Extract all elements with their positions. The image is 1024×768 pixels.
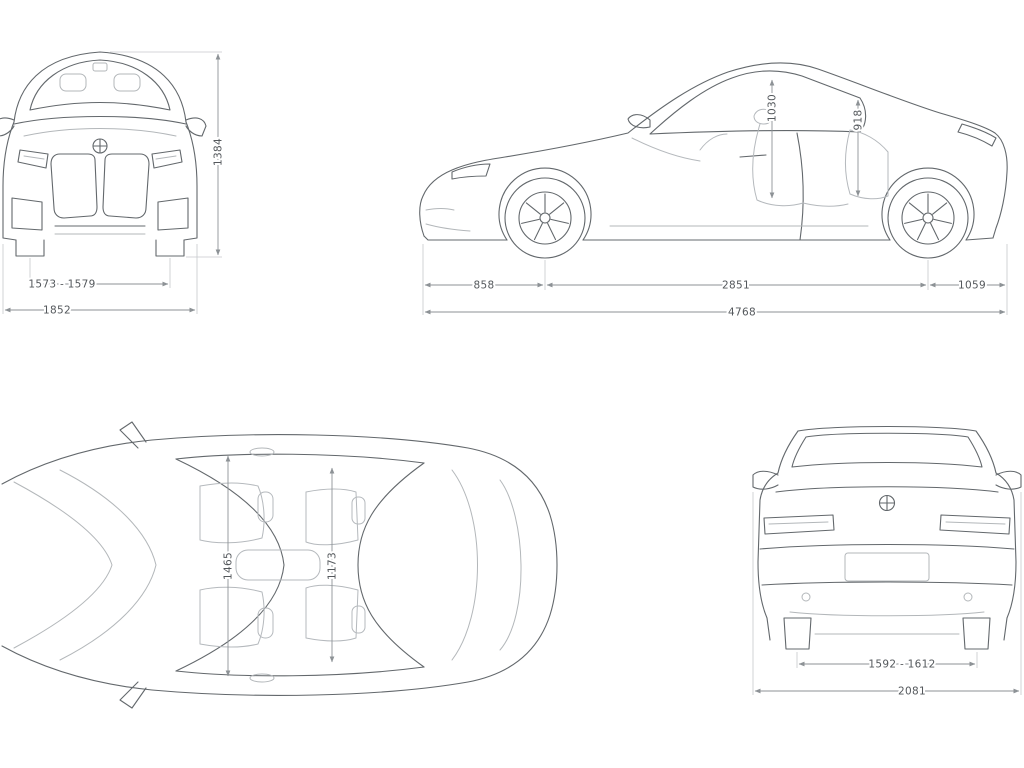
rear-view-dimensions: 1592 - 1612 2081: [752, 492, 1022, 700]
left-headrest: [59, 73, 87, 92]
door-handle-bottom: [249, 673, 275, 683]
left-taillight: [763, 514, 835, 535]
rear-left-tire: [783, 617, 812, 650]
side-mirror: [627, 114, 651, 129]
bmw-roundel-rear-icon: [878, 494, 896, 512]
side-view: [419, 62, 1008, 259]
interior-ghost: [631, 108, 889, 207]
bumper-intakes: [11, 197, 189, 231]
dim-wheelbase-label: 2851: [722, 280, 750, 292]
front-view: [0, 51, 207, 257]
dim-width-mirrors-label: 2081: [898, 686, 926, 698]
rear-right-mirror: [995, 470, 1022, 490]
rear-left-mirror: [752, 470, 779, 490]
rear-wheel-arch: [881, 167, 975, 241]
right-headrest: [113, 73, 141, 92]
windshield-top: [175, 458, 285, 672]
front-left-tire: [15, 239, 45, 257]
headlight: [451, 163, 491, 180]
seats-top-view: [199, 482, 366, 648]
right-taillight: [939, 514, 1011, 535]
side-windows: [649, 70, 867, 135]
dim-front-overhang-label: 858: [474, 280, 495, 292]
dim-front-shoulder-label: 1465: [223, 552, 235, 580]
rear-view: [752, 425, 1022, 650]
dim-height-label: 1384: [213, 138, 225, 166]
left-reflector: [801, 592, 811, 602]
top-view-dimensions: 1465 1173: [221, 455, 341, 677]
front-right-tire: [155, 239, 185, 257]
rear-wheel: [887, 177, 969, 259]
dim-front-headroom-label: 1030: [767, 94, 779, 122]
dim-rear-track-label: 1592 - 1612: [868, 659, 935, 671]
rear-right-tire: [962, 617, 991, 650]
front-wheel: [504, 177, 586, 259]
rear-window-top: [357, 462, 425, 668]
taillight-side: [957, 123, 997, 147]
side-view-dimensions: 1030 918 858 2851 1059 4768: [422, 79, 1008, 321]
right-mirror: [185, 117, 207, 137]
front-view-dimensions: 1384 1573 - 1579 1852: [2, 51, 227, 319]
dim-rear-shoulder-label: 1173: [327, 552, 339, 580]
rear-window: [791, 432, 983, 468]
door-seam: [796, 132, 804, 241]
rearview-mirror: [92, 62, 108, 72]
left-mirror: [0, 117, 15, 137]
top-left-mirror: [119, 421, 147, 449]
windshield: [29, 59, 171, 111]
top-right-mirror: [119, 681, 147, 709]
dim-rear-headroom-label: 918: [853, 110, 865, 131]
kidney-grille: [50, 153, 150, 219]
license-plate-recess: [844, 552, 930, 582]
front-wheel-arch: [498, 167, 592, 241]
door-handle-top: [249, 447, 275, 457]
dim-rear-overhang-label: 1059: [958, 280, 986, 292]
dim-overall-length-label: 4768: [728, 307, 756, 319]
headlights: [17, 149, 183, 169]
right-reflector: [963, 592, 973, 602]
dim-track-width-label: 1573 - 1579: [28, 279, 95, 291]
dim-overall-width-label: 1852: [43, 305, 71, 317]
top-view: [1, 421, 558, 709]
bmw-roundel-icon: [92, 138, 108, 154]
